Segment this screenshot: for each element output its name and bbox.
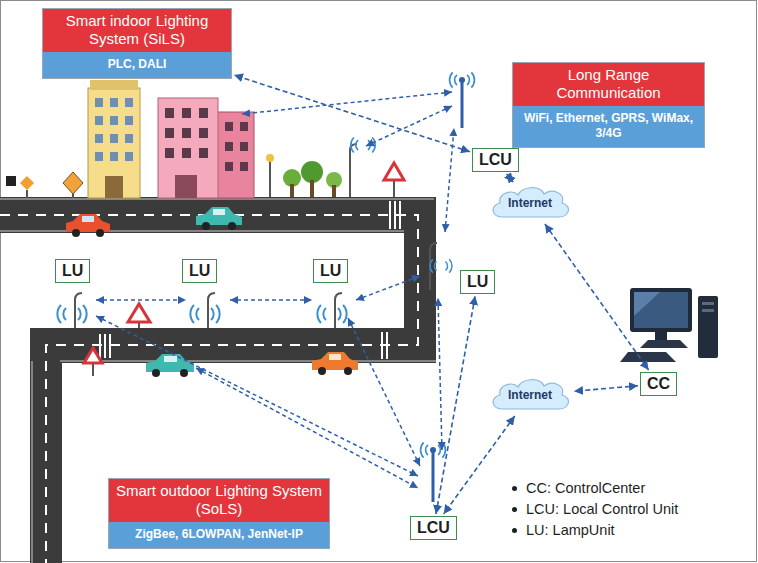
unit-label-box: CC — [640, 372, 677, 396]
node-label: LU — [189, 262, 210, 279]
node-label: LU — [62, 262, 83, 279]
warning-signs — [84, 304, 150, 376]
dashed-link — [545, 224, 649, 370]
abbreviation-text: LU: LampUnit — [526, 520, 615, 541]
street-lamps — [75, 243, 437, 328]
computer — [620, 288, 718, 362]
unit-label-box: LU — [313, 259, 348, 283]
node-label: LCU — [479, 151, 512, 168]
legend-line: CC: ControlCenter — [512, 478, 678, 499]
node-label: LU — [320, 262, 341, 279]
cars — [66, 207, 358, 377]
system-title: Long Range Communication — [513, 63, 704, 106]
abbreviation-list: CC: ControlCenterLCU: Local Control Unit… — [512, 478, 678, 541]
node-label: CC — [647, 375, 670, 392]
protocol-list: PLC, DALI — [43, 52, 231, 78]
system-box: Long Range CommunicationWiFi, Ethernet, … — [512, 62, 705, 148]
unit-label-box: LU — [182, 259, 217, 283]
abbreviation-text: LCU: Local Control Unit — [526, 499, 678, 520]
bullet-dot — [512, 528, 517, 533]
unit-label-box: LU — [460, 270, 495, 294]
system-title: Smart outdoor Lighting System (SoLS) — [109, 479, 329, 522]
system-title: Smart indoor Lighting System (SiLS) — [43, 9, 231, 52]
node-label: LU — [467, 273, 488, 290]
internet-cloud: Internet — [488, 184, 572, 222]
legend-line: LCU: Local Control Unit — [512, 499, 678, 520]
unit-label-box: LCU — [410, 516, 457, 540]
buildings — [6, 80, 254, 198]
node-label: LCU — [417, 519, 450, 536]
dashed-link — [444, 416, 515, 514]
abbreviation-text: CC: ControlCenter — [526, 478, 645, 499]
protocol-list: WiFi, Ethernet, GPRS, WiMax, 3/4G — [513, 106, 704, 147]
legend-line: LU: LampUnit — [512, 520, 678, 541]
internet-cloud: Internet — [488, 376, 572, 414]
node-label: Internet — [508, 388, 552, 402]
wireless-link — [96, 92, 454, 488]
bullet-dot — [512, 486, 517, 491]
dashed-link — [574, 386, 638, 391]
bullet-dot — [512, 507, 517, 512]
dashed-link — [436, 296, 475, 514]
protocol-list: ZigBee, 6LOWPAN, JenNet-IP — [109, 522, 329, 548]
system-box: Smart indoor Lighting System (SiLS)PLC, … — [42, 8, 232, 79]
node-label: Internet — [508, 196, 552, 210]
unit-label-box: LCU — [472, 148, 519, 172]
dashed-link — [234, 75, 470, 152]
system-box: Smart outdoor Lighting System (SoLS)ZigB… — [108, 478, 330, 549]
unit-label-box: LU — [55, 259, 90, 283]
road — [0, 197, 436, 563]
dashed-link — [507, 174, 513, 182]
trees — [266, 144, 404, 197]
